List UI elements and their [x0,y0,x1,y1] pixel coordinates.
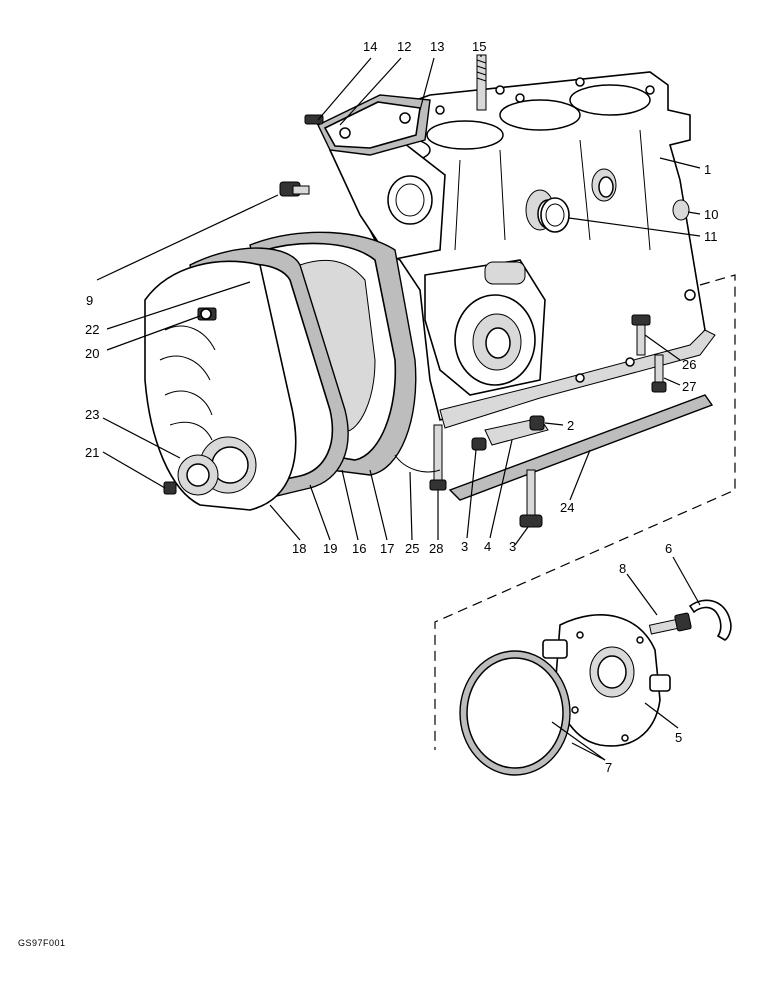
callout-15: 15 [472,39,486,54]
callout-28: 28 [429,541,443,556]
callout-26: 26 [682,357,696,372]
callout-2: 2 [567,418,574,433]
callout-11: 11 [704,229,718,244]
callout-labels: 1 2 3 4 3 5 6 7 8 9 10 11 12 13 14 15 16… [85,39,718,775]
stud-15 [476,54,487,111]
nut-3-upper [471,437,487,451]
bolt-26 [631,314,651,356]
callout-3b: 3 [509,539,516,554]
bolt-28 [429,424,447,491]
callout-25: 25 [405,541,419,556]
callout-16: 16 [352,541,366,556]
callout-10: 10 [704,207,718,222]
drain-fitting-9 [279,181,310,197]
callout-17: 17 [380,541,394,556]
callout-5: 5 [675,730,682,745]
callout-20: 20 [85,346,99,361]
stud-2 [529,415,545,431]
oil-seal [177,454,219,496]
callout-19: 19 [323,541,337,556]
half-ring-6 [688,599,732,641]
callout-1: 1 [704,162,711,177]
seal-25 [394,454,441,473]
callout-6: 6 [665,541,672,556]
callout-3a: 3 [461,539,468,554]
callout-27: 27 [682,379,696,394]
callout-22: 22 [85,322,99,337]
callout-12: 12 [397,39,411,54]
gasket-ring-7 [459,650,571,776]
bolt-21 [163,481,177,495]
callout-4: 4 [484,539,491,554]
callout-18: 18 [292,541,306,556]
callout-8: 8 [619,561,626,576]
bolt-27 [651,354,667,393]
callout-24: 24 [560,500,574,515]
rear-seal-housing [542,614,671,747]
figure-code: GS97F001 [18,938,66,948]
dashed-boundary [434,274,736,750]
sump-gasket [448,394,714,501]
core-plug-11 [540,197,570,233]
leader-lines [96,55,701,761]
callout-21: 21 [85,445,99,460]
water-outlet-assembly [304,94,431,156]
callout-7: 7 [605,760,612,775]
callout-14: 14 [363,39,377,54]
callout-9: 9 [86,293,93,308]
callout-13: 13 [430,39,444,54]
callout-23: 23 [85,407,99,422]
bolt-8 [648,612,692,635]
bolt-20 [197,307,217,321]
bolt-3-lower [519,469,543,528]
